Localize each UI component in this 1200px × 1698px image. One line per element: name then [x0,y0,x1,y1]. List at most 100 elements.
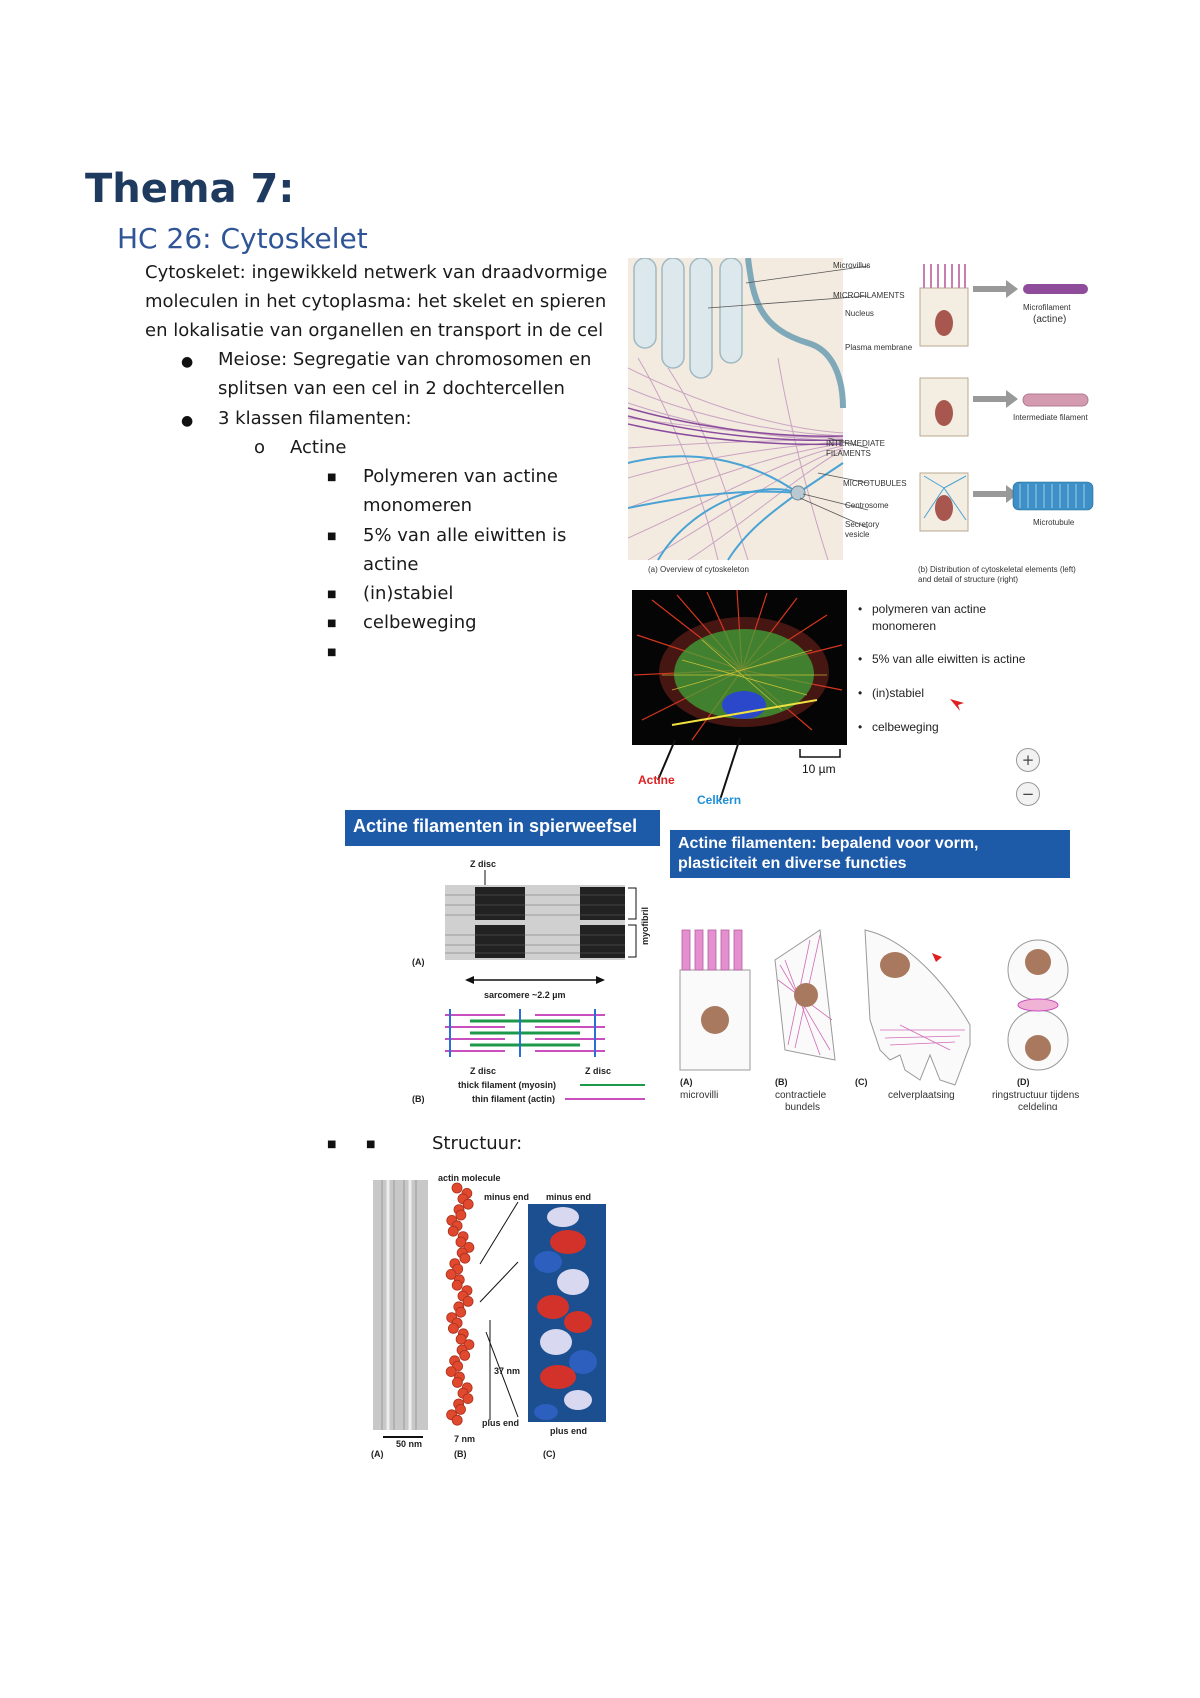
label-microvillus: Microvillus [833,261,870,270]
bullet-item: celbeweging [363,612,477,633]
label-secretory: Secretory [845,520,879,529]
label-vesicle: vesicle [845,530,870,539]
banner-spierweefsel: Actine filamenten in spierweefsel [345,810,660,846]
bullet-square: ■ [327,472,337,483]
tag-b: (B) [775,1077,788,1087]
label-actine: (actine) [1033,314,1066,325]
label-celkern: Celkern [697,793,742,807]
actin-monomer-bead [455,1403,466,1415]
tag-c: (C) [855,1077,868,1087]
label-sarcomere: sarcomere ~2.2 µm [484,990,566,1000]
tag-c: (C) [543,1449,556,1459]
actin-monomer-bead [447,1225,459,1237]
label-microfilaments: MICROFILAMENTS [833,291,905,300]
bullet-line: monomeren [363,495,473,516]
actin-monomer-bead [447,1322,459,1334]
banner-line: plasticiteit en diverse functies [678,855,907,872]
bullet-item: Meiose: Segregatie van chromosomen en sp… [218,345,591,403]
bullet-square: ■ [327,647,337,658]
actin-functions-figure: (A) microvilli (B) contractiele bundels … [670,920,1090,1110]
bullet-dot: ● [181,354,194,370]
label-7nm: 7 nm [454,1434,475,1444]
label-37nm: 37 nm [494,1366,520,1376]
caption-detail: and detail of structure (right) [918,575,1018,584]
actin-monomer-bead [451,1279,463,1291]
label-50nm: 50 nm [396,1439,422,1449]
bullet-line: Polymeren van actine [363,466,558,487]
label-thick-filament: thick filament (myosin) [458,1080,556,1090]
actin-monomer-bead [455,1333,467,1345]
caption-distribution: (b) Distribution of cytoskeletal element… [918,565,1076,574]
bullet-item: 5% van alle eiwitten is actine [363,521,566,579]
bullet-line: 5% van alle eiwitten is [363,525,567,546]
bullet-square: ■ [327,589,337,600]
intro-line: Cytoskelet: ingewikkeld netwerk van draa… [145,262,608,283]
label-actin-molecule: actin molecule [438,1173,501,1183]
scale-bar-label: 10 µm [802,762,836,776]
label-bundels: bundels [785,1102,820,1110]
muscle-figure: Z disc myofibril (A) sarcomere ~2.2 µm [410,855,660,1115]
actin-structure-figure: 50 nm (A) actin molecule minus end 37 nm… [368,1172,658,1462]
intro-paragraph: Cytoskelet: ingewikkeld netwerk van draa… [145,258,607,345]
actin-monomer-bead [459,1349,471,1361]
cytoskeleton-overview-figure: Microvillus MICROFILAMENTS Nucleus Plasm… [628,258,1098,588]
actin-monomer-bead [459,1252,471,1264]
zoom-out-button[interactable]: − [1016,782,1040,806]
actin-monomer-bead [455,1236,467,1248]
tag-a: (A) [371,1449,384,1459]
bullet-dot: ● [181,413,194,429]
label-microvilli: microvilli [680,1090,718,1101]
label-myofibril: myofibril [640,907,650,945]
actin-monomer-bead [451,1414,463,1426]
label-contractiele: contractiele [775,1090,827,1101]
bullet-circle: o [254,437,266,458]
label-plus-end: plus end [482,1418,519,1428]
intro-line: en lokalisatie van organellen en transpo… [145,320,604,341]
label-panel-a: (A) [412,957,425,967]
fluor-bullet: •celbeweging [858,720,939,734]
label-minus-end-2: minus end [546,1192,591,1202]
tag-a: (A) [680,1077,693,1087]
label-panel-b: (B) [412,1094,425,1104]
label-thin-filament: thin filament (actin) [472,1094,555,1104]
label-celdeling: celdeling [1018,1102,1057,1110]
tag-d: (D) [1017,1077,1030,1087]
sub-item-actine: Actine [290,437,347,458]
label-intermediate: INTERMEDIATE [826,439,885,448]
section-heading: HC 26: Cytoskelet [117,222,368,255]
label-z-disc-2: Z disc [470,1066,496,1076]
fluor-bullet: •5% van alle eiwitten is actine [858,652,1026,666]
banner-line: Actine filamenten: bepalend voor vorm, [678,835,979,852]
bullet-square: ■ [327,531,337,542]
pointer-lines [657,737,741,801]
tag-b: (B) [454,1449,467,1459]
bullet-item: (in)stabiel [363,583,454,604]
structuur-heading: Structuur: [432,1133,523,1154]
label-filaments: FILAMENTS [826,449,871,458]
actin-monomer-bead [445,1366,457,1378]
actin-monomer-bead [462,1393,474,1405]
caption-overview: (a) Overview of cytoskeleton [648,565,749,574]
label-plus-end-2: plus end [550,1426,587,1436]
scale-bar [799,749,841,758]
bullet-item: 3 klassen filamenten: [218,408,412,429]
bullet-line: splitsen van een cel in 2 dochtercellen [218,378,565,399]
cursor-arrow-icon [950,699,964,711]
label-centrosome: Centrosome [845,501,889,510]
bullet-square: ■ [366,1139,376,1150]
label-celverplaatsing: celverplaatsing [888,1090,955,1101]
label-z-disc: Z disc [470,859,496,869]
label-microtubule: Microtubule [1033,518,1075,527]
intro-line: moleculen in het cytoplasma: het skelet … [145,291,607,312]
actin-monomer-bead [445,1269,457,1280]
label-nucleus: Nucleus [845,309,874,318]
document-title: Thema 7: [85,166,295,212]
zoom-in-button[interactable]: + [1016,748,1040,772]
actin-monomer-bead [452,1376,463,1388]
label-microtubules: MICROTUBULES [843,479,907,488]
label-intermediate-filament: Intermediate filament [1013,413,1088,422]
bullet-item: Polymeren van actine monomeren [363,462,558,520]
actin-monomer-bead [455,1306,467,1318]
bullet-square: ■ [327,1139,337,1150]
